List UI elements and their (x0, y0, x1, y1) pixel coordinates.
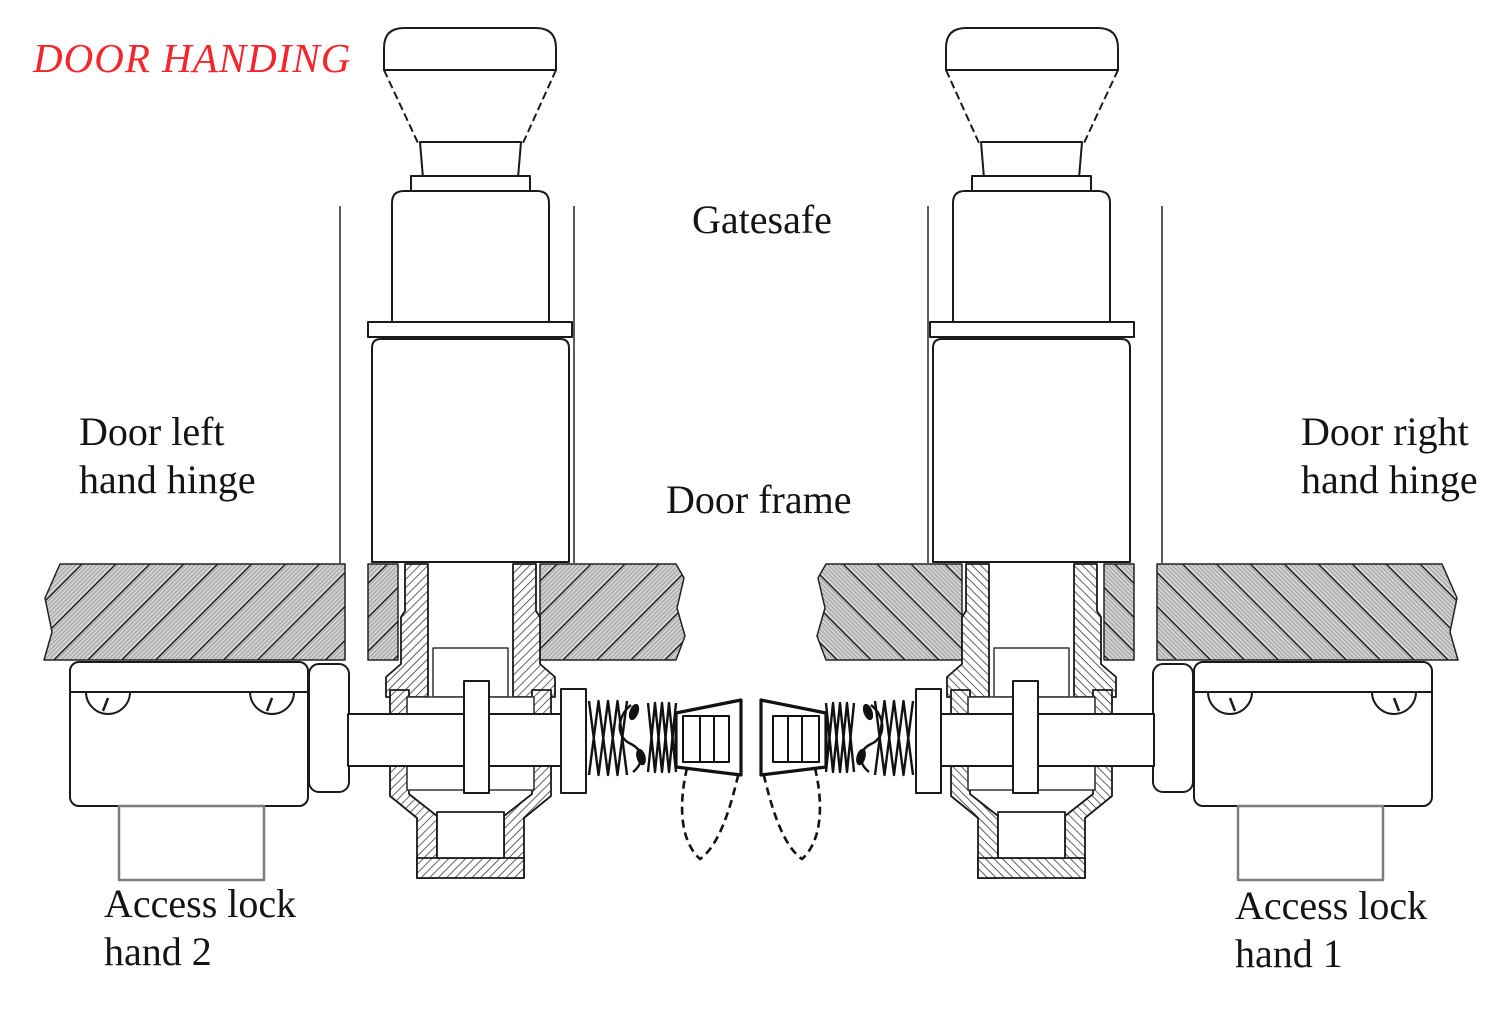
label-access-lock-hand-2: Access lock hand 2 (104, 881, 297, 974)
label-door-frame: Door frame (666, 477, 852, 522)
label-access-lock-hand-1: Access lock hand 1 (1235, 883, 1428, 976)
diagram-title: DOOR HANDING (33, 35, 352, 81)
label-door-left-hand-hinge: Door left hand hinge (79, 409, 256, 502)
label-gatesafe: Gatesafe (692, 197, 832, 242)
label-door-right-hand-hinge: Door right hand hinge (1301, 409, 1478, 502)
